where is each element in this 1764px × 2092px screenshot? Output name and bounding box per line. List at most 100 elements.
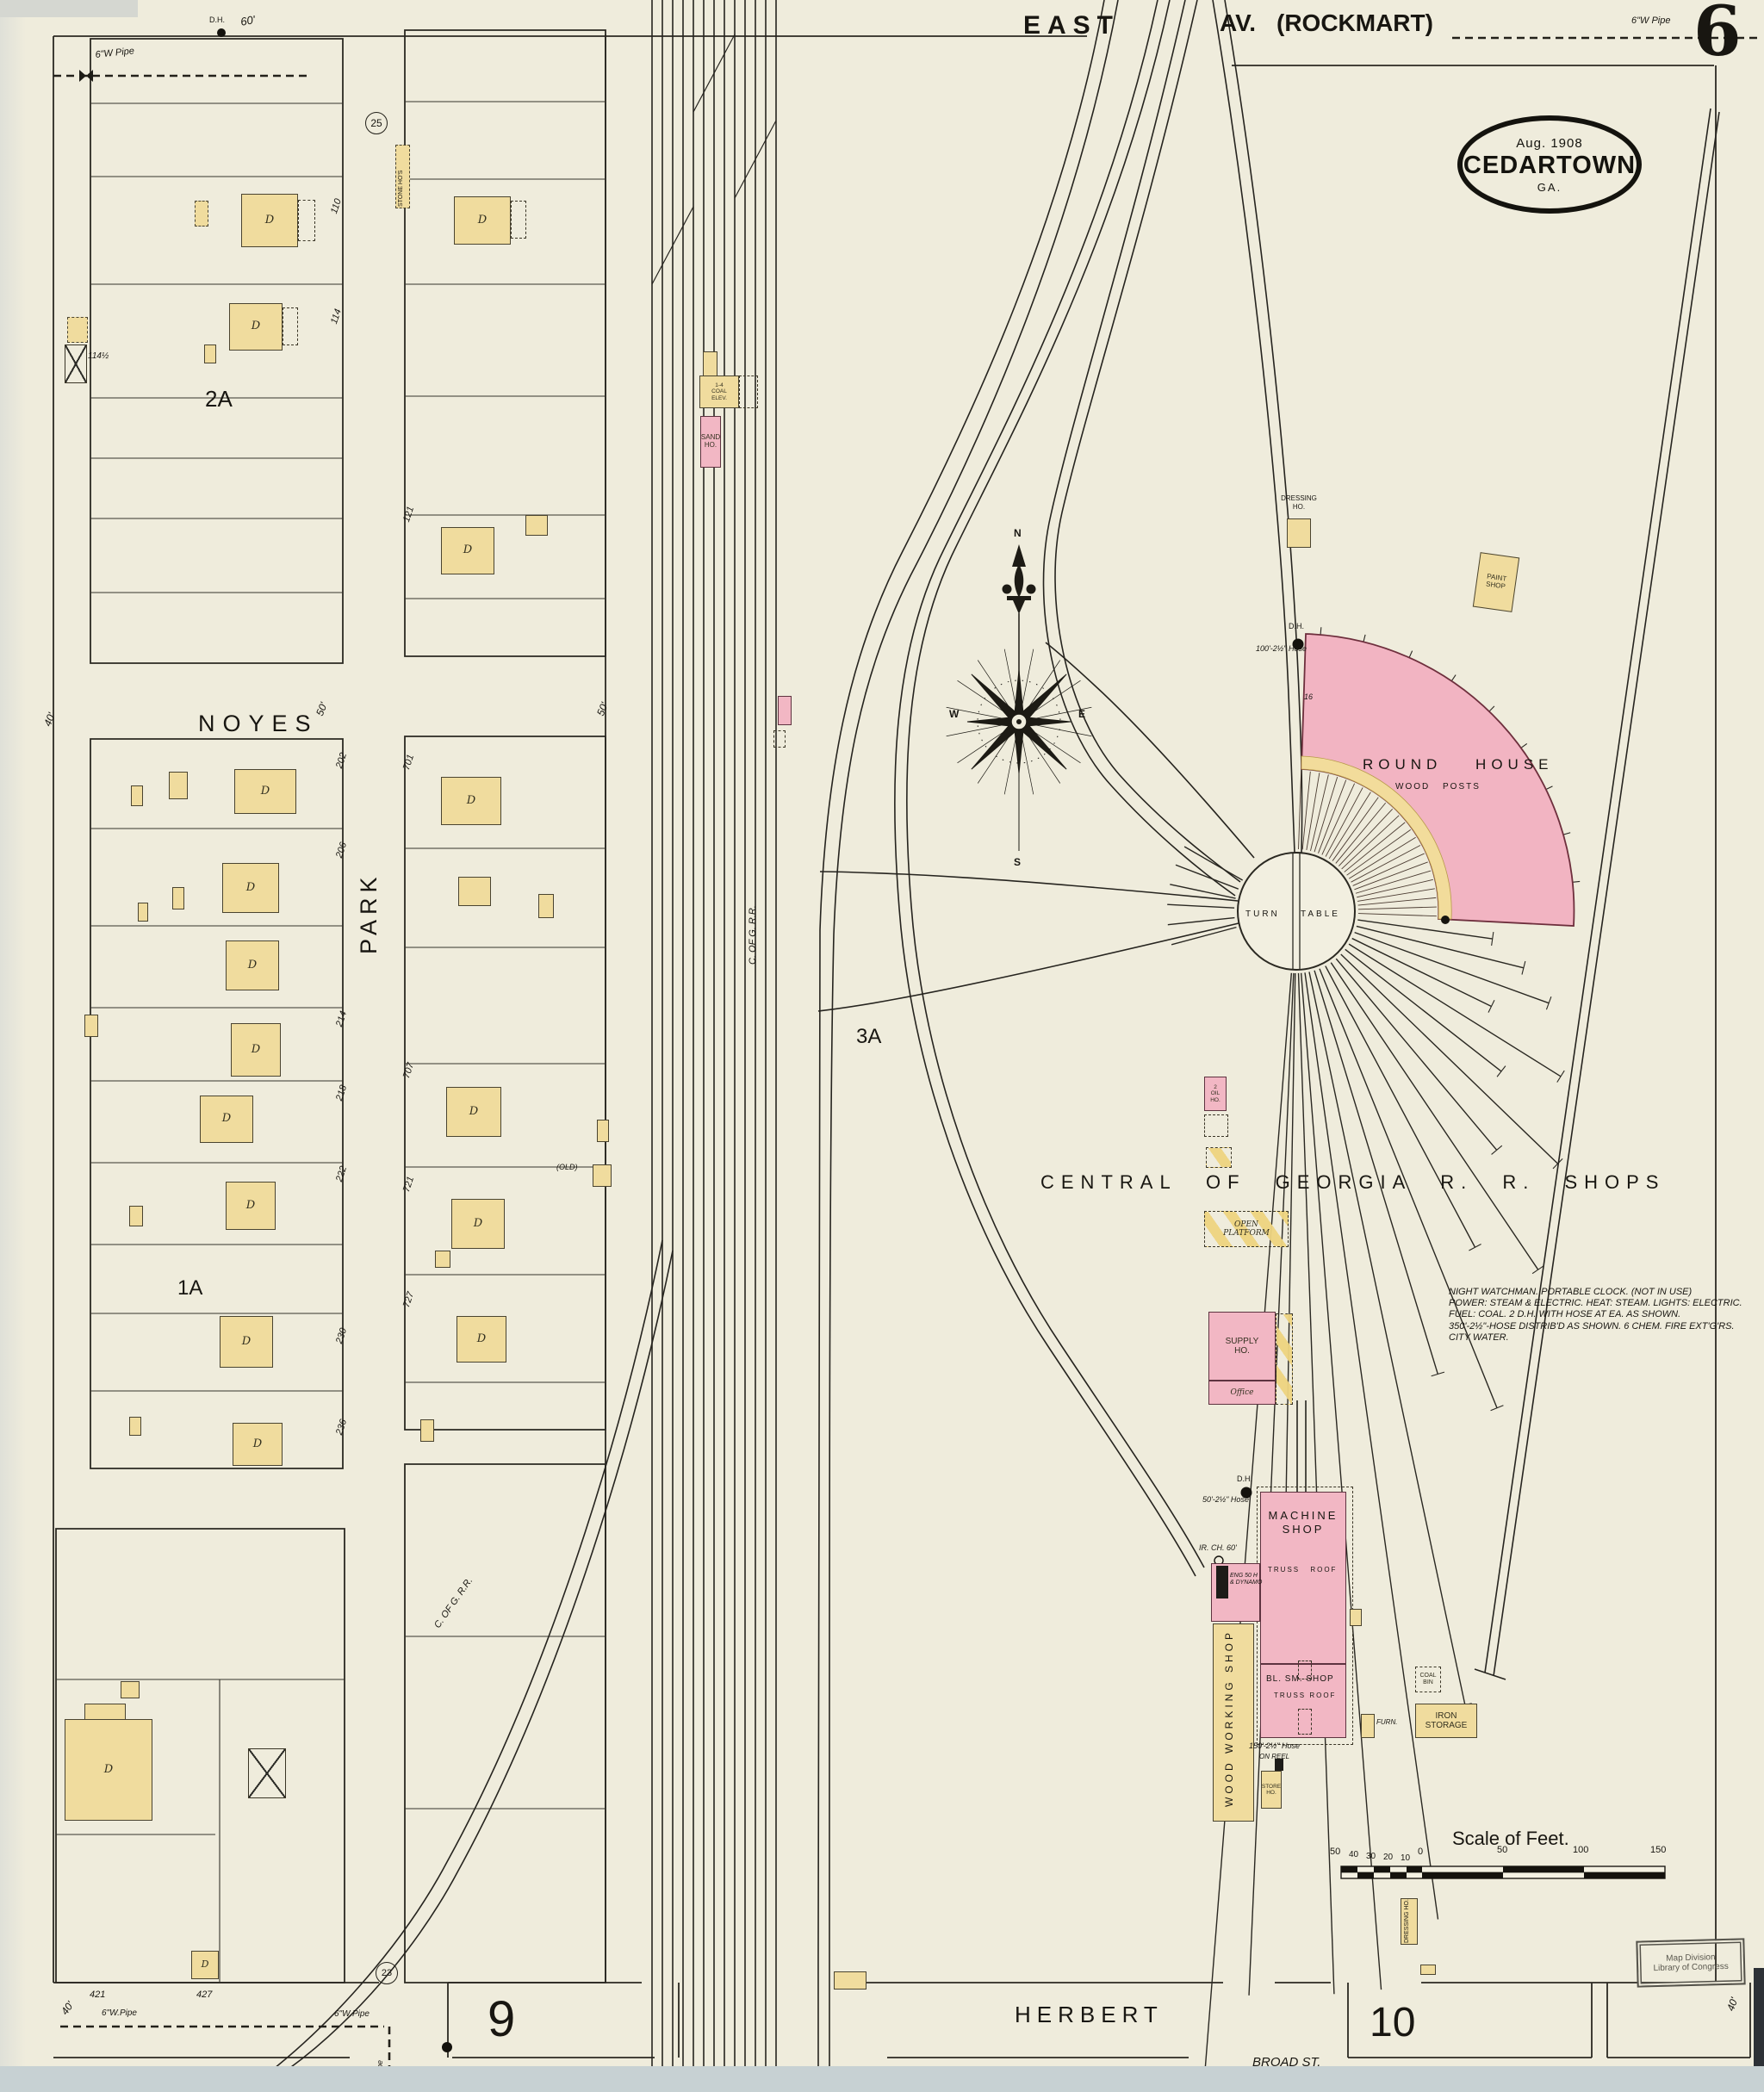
turntable-radial-tracks [1167, 627, 1581, 2092]
iron-storage: IRON STORAGE [1415, 1704, 1477, 1738]
shed-114b [204, 345, 216, 363]
shed-herbert-e [1420, 1965, 1436, 1975]
dwelling-noyes-label: D [477, 213, 488, 227]
turntable-word-table: TABLE [1301, 909, 1340, 919]
paint-shop-label: PAINT SHOP [1485, 572, 1507, 591]
rr-label-vertical: C. OF G. R.R. [748, 905, 758, 965]
lot-421: 421 [90, 1990, 106, 2000]
dwelling-218-label: D [221, 1112, 232, 1126]
street-noyes: NOYES [198, 711, 319, 736]
shed-236a [129, 1417, 141, 1436]
shed-206a [172, 887, 184, 909]
shed-park-1 [458, 877, 491, 906]
lot-lines [56, 101, 606, 1983]
scan-edge [0, 0, 138, 17]
hydrant-dot-roundhouse [1292, 638, 1304, 650]
ref-sheet-10: 10 [1370, 2000, 1416, 2045]
coal-elevator-dash [739, 376, 758, 408]
scale-30: 30 [1366, 1852, 1376, 1861]
scan-backing-corner [1754, 1968, 1764, 2066]
scale-title: Scale of Feet. [1452, 1828, 1569, 1849]
iron-storage-label: IRON STORAGE [1425, 1710, 1468, 1730]
oil-house: 2 OIL HO. [1204, 1077, 1227, 1111]
scale-bar [1340, 1865, 1666, 1879]
turn-table [1237, 852, 1356, 971]
coal-elevator-head [703, 351, 717, 376]
dwelling-230: D [220, 1316, 273, 1368]
block-outlines [53, 29, 1751, 2058]
scale-50-right: 50 [1497, 1845, 1508, 1855]
sand-house: SAND HO. [700, 416, 721, 468]
dwelling-421-label: D [201, 1959, 209, 1971]
dwelling-727-label: D [476, 1332, 487, 1345]
shed-herbert-w [834, 1971, 866, 1990]
store-house: STORE HO. [1261, 1771, 1282, 1809]
dwelling-sw-label: D [103, 1762, 114, 1776]
street-east-rockmart: (ROCKMART) [1276, 9, 1433, 36]
shed-202a [169, 772, 188, 799]
scale-100: 100 [1573, 1845, 1589, 1855]
scale-40: 40 [1349, 1850, 1359, 1859]
pipe-label-top-right: 6"W Pipe [1631, 16, 1671, 26]
hose-reel-label-2: ON REEL [1259, 1753, 1290, 1760]
coal-bin: COAL BIN [1415, 1667, 1441, 1692]
compass-w: W [949, 708, 960, 720]
hose-roundhouse: 100'-2½" Hose [1256, 644, 1307, 653]
library-stamp-line2: Library of Congress [1653, 1961, 1729, 1974]
coal-elevator-label: 1-4 COAL ELEV. [711, 382, 727, 401]
dwelling-721: D [451, 1199, 505, 1249]
coal-bin-label: COAL BIN [1419, 1673, 1437, 1685]
shed-park-4 [435, 1251, 450, 1268]
street-park: PARK [356, 872, 382, 954]
dwelling-721-label: D [473, 1216, 483, 1230]
roundhouse-name: ROUND HOUSE [1363, 756, 1554, 773]
scan-backing-strip [0, 2066, 1764, 2092]
dwelling-230-label: D [241, 1334, 252, 1348]
store-house-label: STORE HO. [1261, 1783, 1282, 1796]
dwelling-421: D [191, 1951, 219, 1979]
dwelling-110-label: D [264, 213, 275, 227]
dwelling-210-label: D [247, 958, 258, 972]
stamp-date: Aug. 1908 [1516, 135, 1583, 151]
shed-shop-east [1350, 1609, 1362, 1626]
shed-206b [138, 903, 148, 922]
hose-reel-label-1: 150'-2½" Hose [1249, 1741, 1300, 1750]
shed-park-5 [420, 1419, 434, 1442]
dwelling-707-label: D [469, 1104, 479, 1118]
yard-dash-box [773, 730, 786, 748]
dwelling-236-label: D [252, 1437, 263, 1450]
round-house-footprint [1301, 633, 1575, 927]
dwelling-202-label: D [260, 784, 270, 798]
scale-10: 10 [1401, 1853, 1411, 1863]
scale-50-left: 50 [1330, 1847, 1341, 1857]
street-east: EAST [1023, 11, 1121, 40]
office-label: Office [1230, 1387, 1254, 1397]
machine-shop-roof: TRUSS ROOF [1268, 1566, 1338, 1574]
shed-park-3 [597, 1120, 609, 1142]
compass-s: S [1014, 856, 1022, 868]
dwelling-noyes: D [454, 196, 511, 245]
machine-shop-name: MACHINE SHOP [1268, 1509, 1339, 1536]
compass-n: N [1014, 527, 1022, 539]
shed-114a [67, 317, 88, 343]
oil-house-label: 2 OIL HO. [1210, 1084, 1221, 1103]
supply-house-label: SUPPLY HO. [1225, 1336, 1259, 1356]
coal-elevator: 1-4 COAL ELEV. [699, 376, 739, 408]
compass-e: E [1078, 708, 1086, 720]
hydrant-dot-machine-shop [1240, 1487, 1252, 1499]
dwelling-701: D [441, 777, 501, 825]
dwelling-727: D [457, 1316, 506, 1363]
dressing-house-south [1401, 1898, 1418, 1945]
office: Office [1208, 1381, 1276, 1405]
dwelling-206: D [222, 863, 279, 913]
dwelling-707: D [446, 1087, 501, 1137]
shed-park-2 [538, 894, 554, 918]
ref-circle-23: 23 [376, 1962, 398, 1984]
engine-room-label: ENG 50 H & DYNAMO [1230, 1573, 1263, 1586]
dressing-north-label: DRESSING HO. [1281, 494, 1317, 511]
sheet-number: 6 [1693, 0, 1742, 71]
shed-222a [129, 1206, 143, 1226]
sand-house-label: SAND HO. [700, 433, 721, 449]
